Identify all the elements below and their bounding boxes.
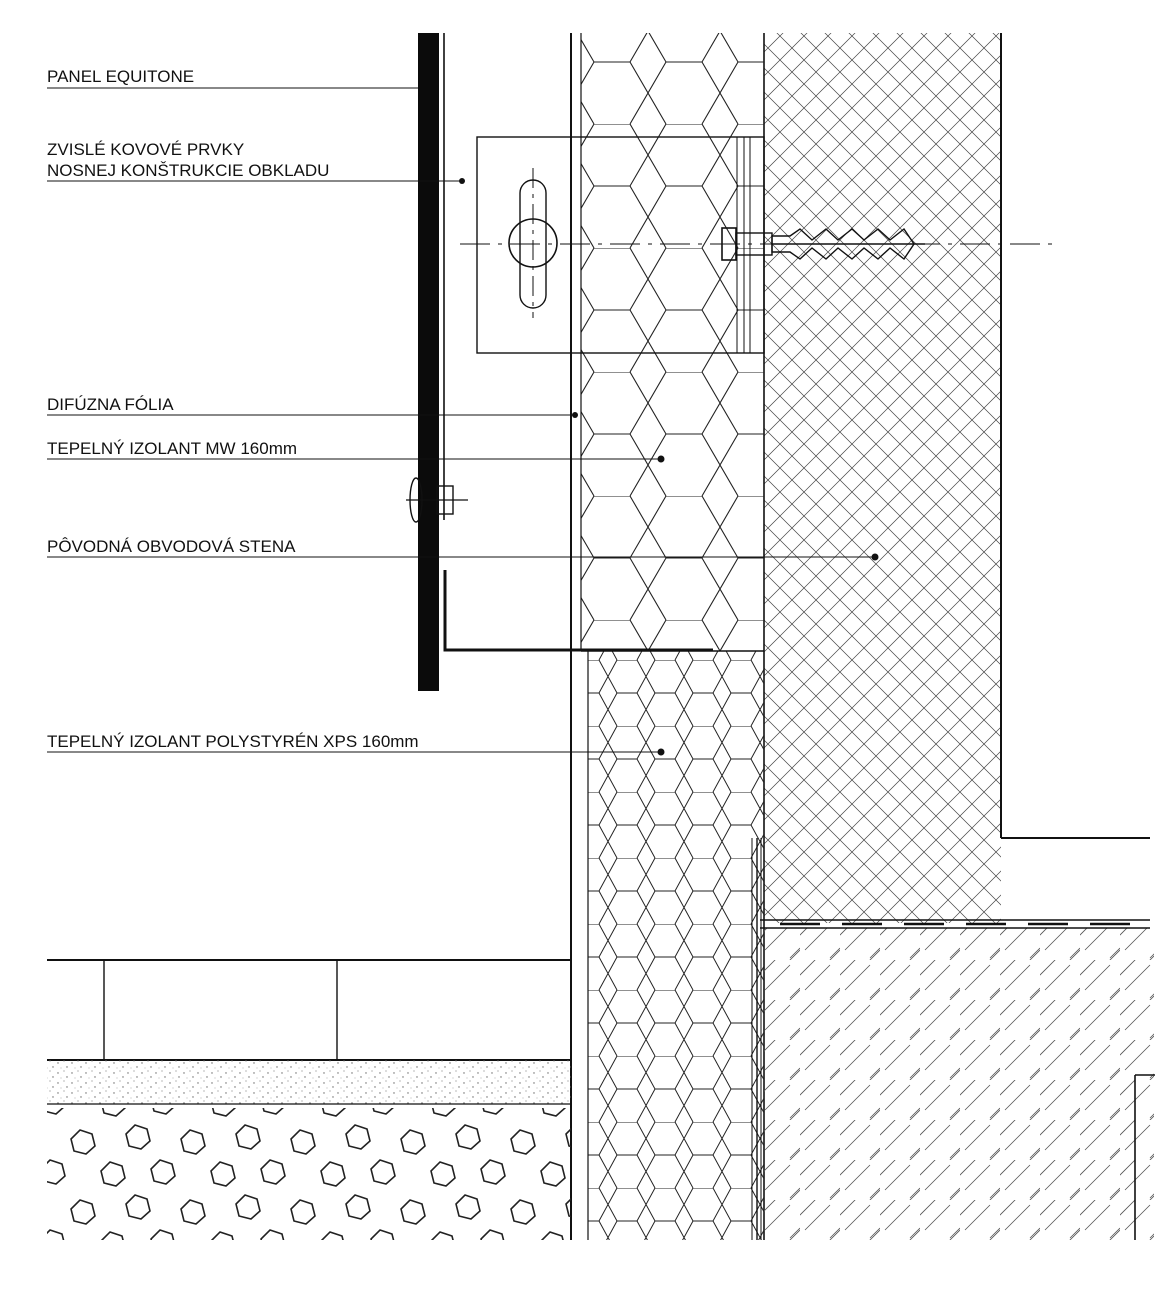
label-rails-line1: ZVISLÉ KOVOVÉ PRVKY: [47, 140, 244, 159]
xps-layer: [588, 651, 764, 1240]
sand-bed: [47, 1060, 571, 1104]
equitone-panel: [418, 33, 439, 691]
anchor-bolt: [721, 227, 925, 261]
label-rails-line2: NOSNEJ KONŠTRUKCIE OBKLADU: [47, 161, 329, 180]
waterproofing-sheets: [751, 838, 762, 1240]
gravel-bed: [47, 1108, 571, 1240]
label-foil: DIFÚZNA FÓLIA: [47, 395, 174, 414]
label-panel: PANEL EQUITONE: [47, 67, 194, 86]
existing-wall: [764, 33, 1001, 923]
panel-rivet: [406, 477, 468, 523]
label-xps: TEPELNÝ IZOLANT POLYSTYRÉN XPS 160mm: [47, 732, 419, 751]
mineral-wool-layer: [581, 33, 764, 651]
label-mineral-wool: TEPELNÝ IZOLANT MW 160mm: [47, 439, 297, 458]
foundation-concrete: [764, 928, 1154, 1240]
label-existing-wall: PÔVODNÁ OBVODOVÁ STENA: [47, 537, 296, 556]
bracket-plate: [476, 136, 765, 354]
paving-slabs: [47, 959, 571, 1061]
leader-lines: [47, 87, 879, 756]
